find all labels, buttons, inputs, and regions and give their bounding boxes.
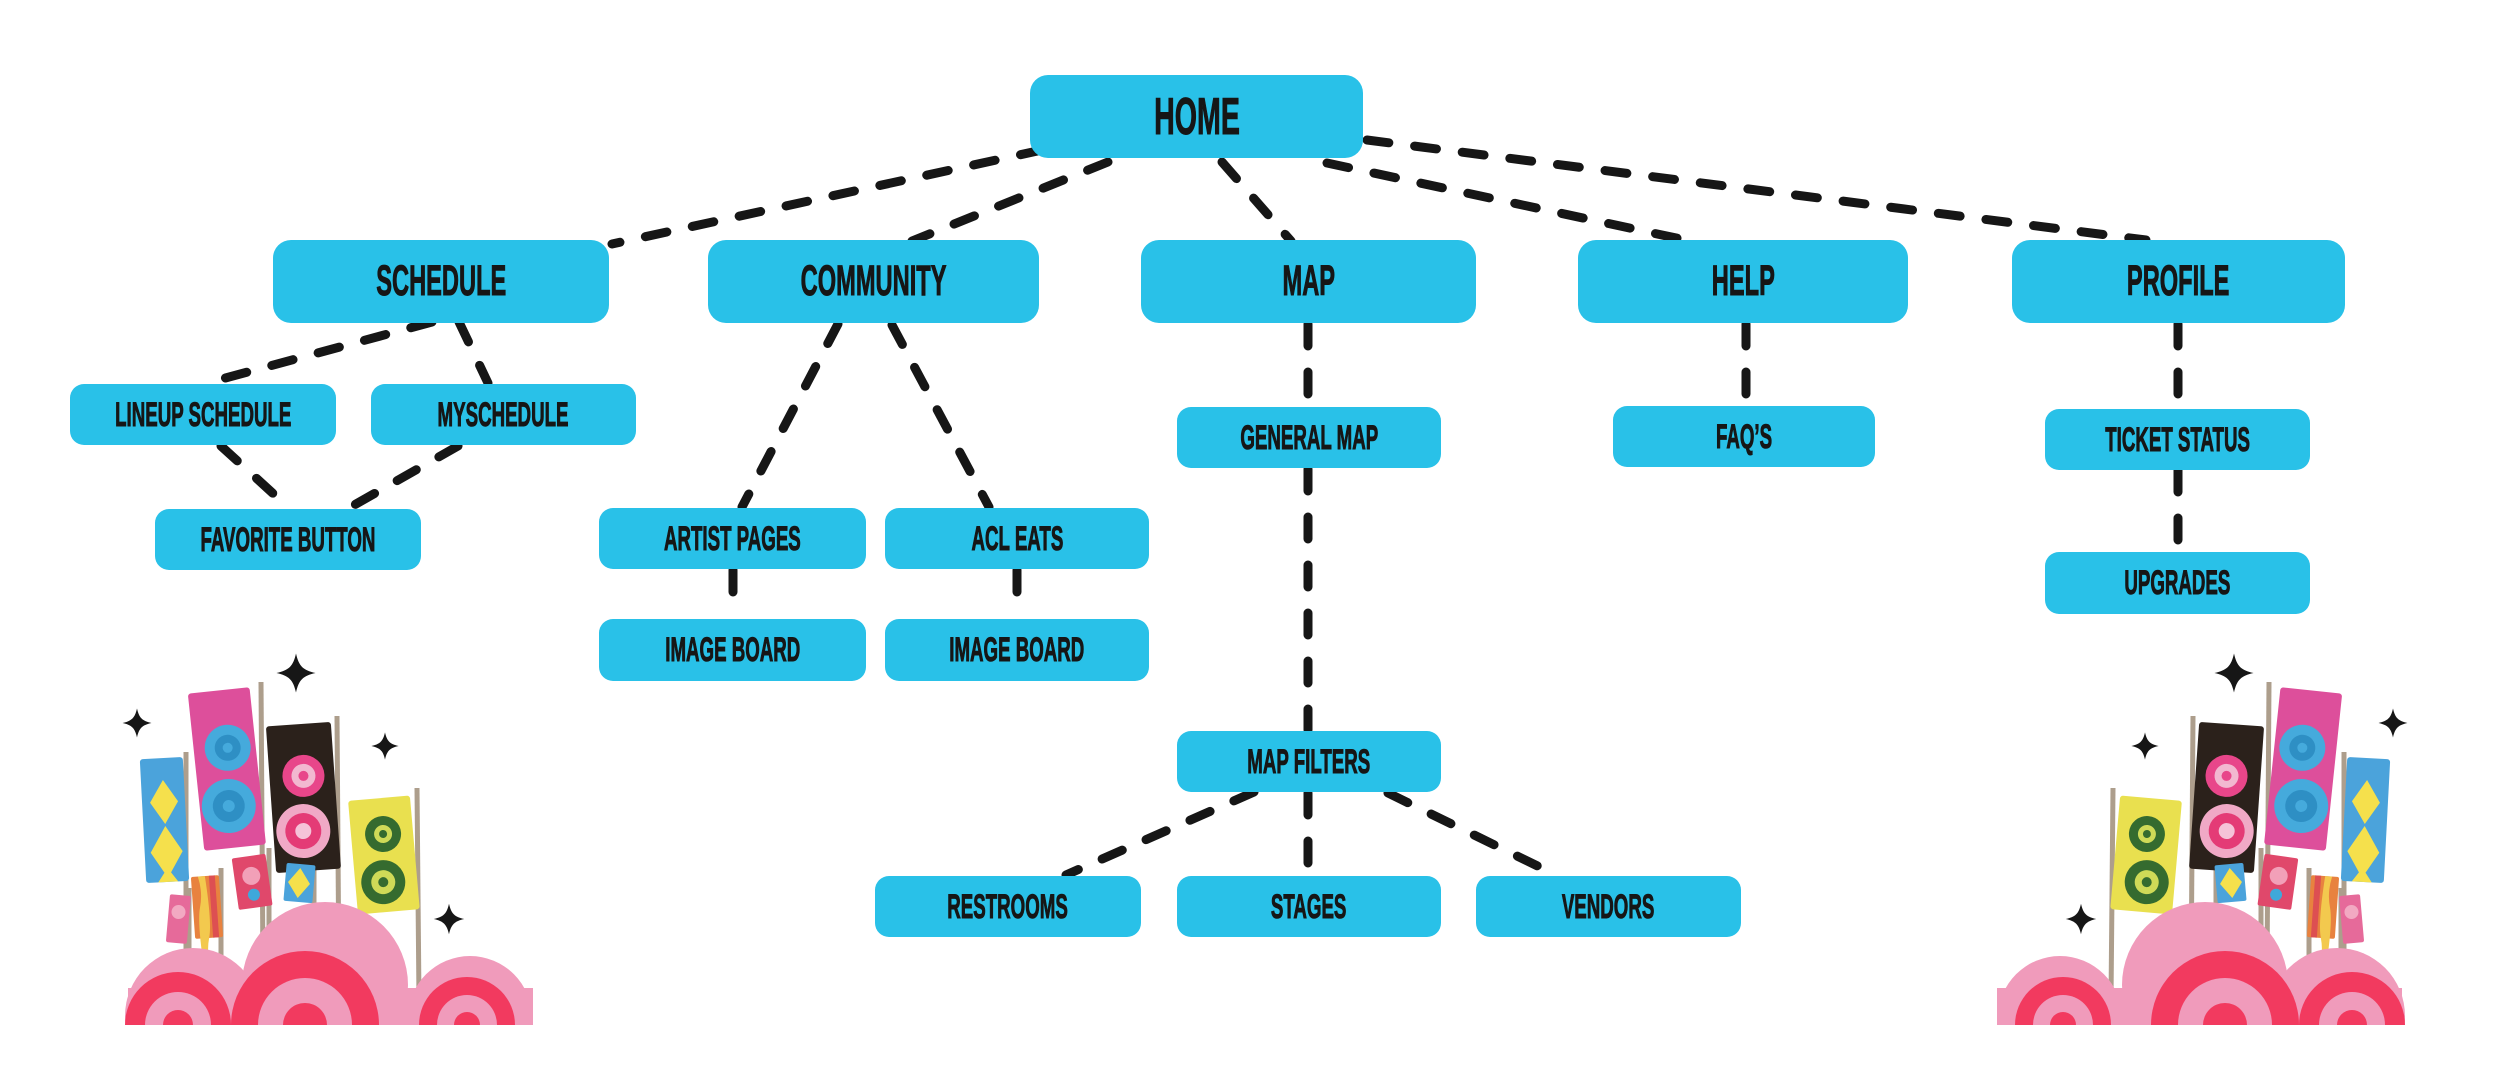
node-favorite-button-label: FAVORITE BUTTON xyxy=(200,520,376,559)
node-acl-eats: ACL EATS xyxy=(885,508,1149,569)
edge-schedule-myschedule xyxy=(454,317,493,388)
node-community-label: COMMUNITY xyxy=(800,257,947,305)
node-restrooms: RESTROOMS xyxy=(875,876,1141,937)
node-map-label: MAP xyxy=(1282,257,1335,305)
edge-community-artist-pages xyxy=(737,319,843,512)
node-help: HELP xyxy=(1578,240,1908,323)
node-profile-label: PROFILE xyxy=(2127,257,2230,305)
edge-map-filters-vendors xyxy=(1383,788,1559,879)
edge-myschedule-favorite xyxy=(344,441,463,513)
node-stages-label: STAGES xyxy=(1271,887,1347,926)
node-restrooms-label: RESTROOMS xyxy=(947,887,1069,926)
node-myschedule-label: MYSCHEDULE xyxy=(438,395,569,434)
node-schedule-label: SCHEDULE xyxy=(375,257,507,305)
node-image-board-eats-label: IMAGE BOARD xyxy=(949,631,1085,669)
festival-decoration-left xyxy=(123,653,533,1071)
node-artist-pages: ARTIST PAGES xyxy=(599,508,866,569)
edge-lineup-favorite xyxy=(216,441,294,513)
edge-home-community xyxy=(907,157,1113,246)
edge-home-profile xyxy=(1362,135,2151,245)
edge-map-filters-restrooms xyxy=(1061,787,1259,880)
node-faqs-label: FAQ’S xyxy=(1715,417,1773,456)
node-upgrades-label: UPGRADES xyxy=(2124,564,2231,602)
node-profile: PROFILE xyxy=(2012,240,2345,323)
node-ticket-status: TICKET STATUS xyxy=(2045,409,2310,470)
node-artist-pages-label: ARTIST PAGES xyxy=(664,519,801,558)
festival-decoration-right xyxy=(1997,653,2407,1071)
edge-community-acl-eats xyxy=(887,320,994,512)
node-lineup-schedule-label: LINEUP SCHEDULE xyxy=(114,395,292,434)
node-image-board-artist-label: IMAGE BOARD xyxy=(664,631,801,669)
node-community: COMMUNITY xyxy=(708,240,1039,323)
node-home: HOME xyxy=(1030,75,1363,158)
node-vendors: VENDORS xyxy=(1476,876,1741,937)
edge-schedule-lineup xyxy=(202,317,437,388)
edge-home-schedule xyxy=(607,145,1047,249)
node-upgrades: UPGRADES xyxy=(2045,552,2310,614)
node-favorite-button: FAVORITE BUTTON xyxy=(155,509,421,570)
node-map-filters: MAP FILTERS xyxy=(1177,731,1441,792)
node-schedule: SCHEDULE xyxy=(273,240,609,323)
node-acl-eats-label: ACL EATS xyxy=(971,519,1063,558)
node-faqs: FAQ’S xyxy=(1613,406,1875,467)
node-ticket-status-label: TICKET STATUS xyxy=(2105,420,2250,459)
edge-home-help xyxy=(1322,158,1695,246)
edge-home-map xyxy=(1217,157,1296,246)
node-general-map: GENERAL MAP xyxy=(1177,407,1441,468)
node-general-map-label: GENERAL MAP xyxy=(1240,418,1378,457)
node-lineup-schedule: LINEUP SCHEDULE xyxy=(70,384,336,445)
node-stages: STAGES xyxy=(1177,876,1441,937)
node-home-label: HOME xyxy=(1153,87,1240,146)
node-myschedule: MYSCHEDULE xyxy=(371,384,636,445)
node-vendors-label: VENDORS xyxy=(1562,887,1655,926)
node-map-filters-label: MAP FILTERS xyxy=(1247,742,1371,781)
connector-edges xyxy=(202,135,2183,880)
node-help-label: HELP xyxy=(1711,257,1775,305)
node-image-board-artist: IMAGE BOARD xyxy=(599,619,866,681)
node-image-board-eats: IMAGE BOARD xyxy=(885,619,1149,681)
node-map: MAP xyxy=(1141,240,1476,323)
